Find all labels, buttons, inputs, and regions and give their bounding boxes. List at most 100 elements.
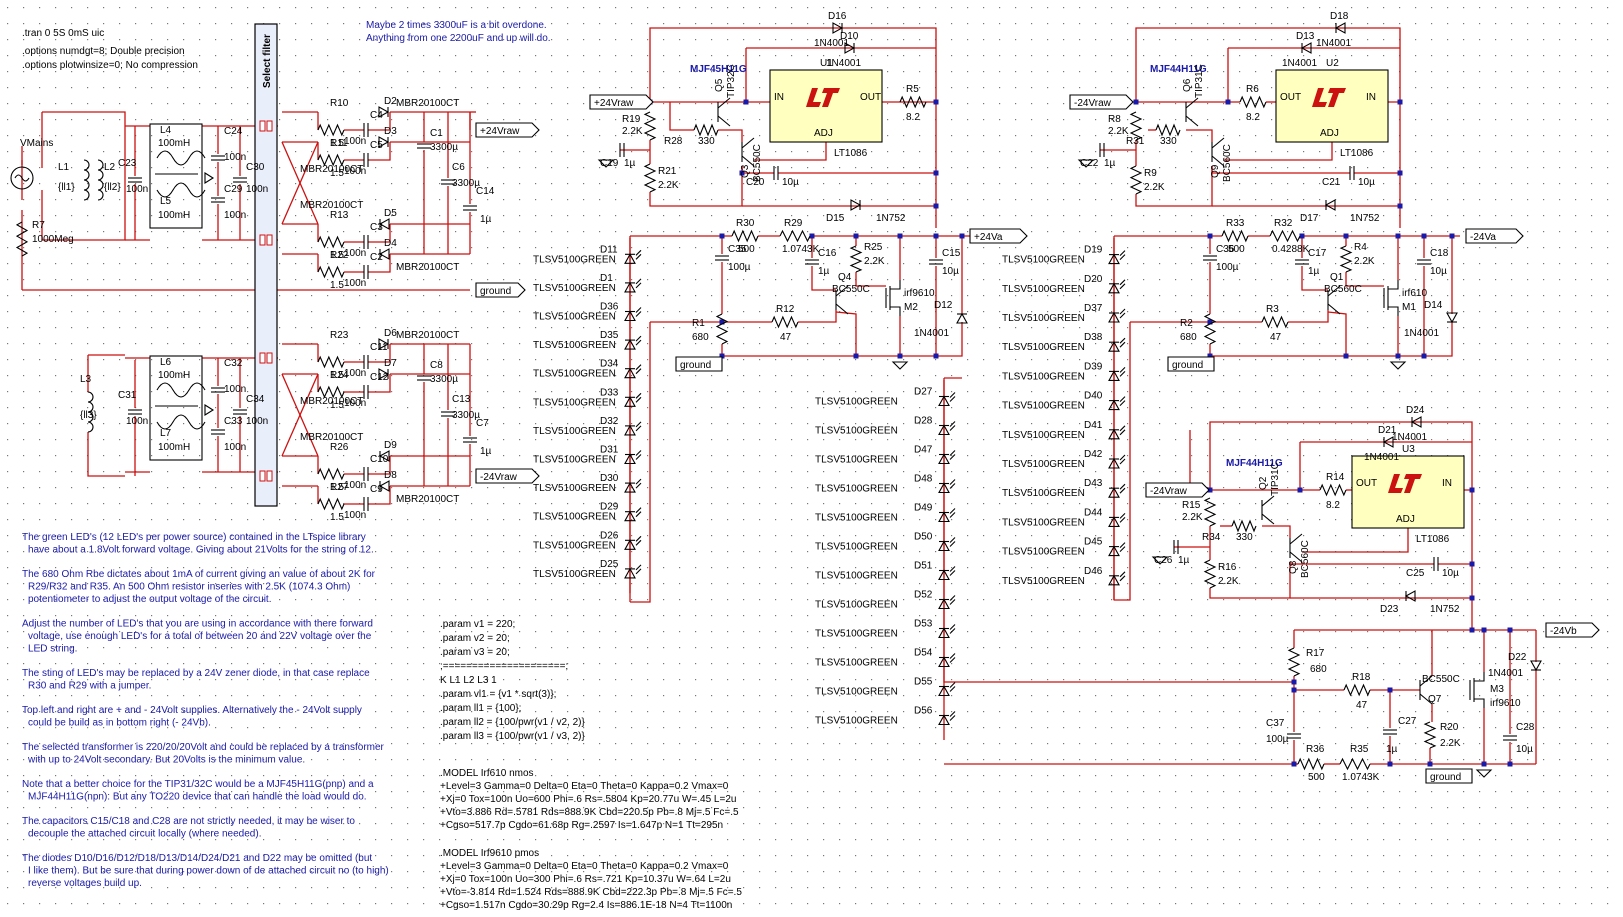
snubber-capacitor[interactable] bbox=[363, 355, 369, 369]
protection-diode[interactable] bbox=[1334, 22, 1346, 34]
sense-transistor[interactable] bbox=[1327, 285, 1341, 315]
ground-b-label[interactable]: ground bbox=[1167, 356, 1215, 372]
led-string-b-led[interactable] bbox=[938, 595, 956, 610]
rectifier-diode[interactable] bbox=[378, 136, 390, 148]
protection-diode[interactable] bbox=[844, 42, 856, 54]
bias-resistor[interactable] bbox=[1203, 497, 1217, 527]
choke-filter-1[interactable] bbox=[149, 123, 206, 229]
snubber-capacitor[interactable] bbox=[363, 235, 369, 249]
protection-diode[interactable] bbox=[1300, 42, 1312, 54]
reservoir-cap[interactable] bbox=[417, 143, 431, 149]
led-string-b-led[interactable] bbox=[938, 392, 956, 407]
plus-24va-label[interactable]: +24Va bbox=[969, 228, 1028, 244]
zener-diode[interactable] bbox=[1324, 199, 1336, 211]
bias-resistor[interactable] bbox=[643, 163, 657, 193]
base-resistor[interactable] bbox=[693, 123, 719, 137]
rectifier-diode[interactable] bbox=[378, 248, 390, 260]
plus-24vraw-input-label[interactable]: +24Vraw bbox=[589, 94, 654, 110]
sense-transistor[interactable] bbox=[1419, 675, 1433, 705]
rbe-resistor[interactable] bbox=[1203, 313, 1217, 345]
snubber-resistor[interactable] bbox=[317, 355, 345, 369]
divider-resistor[interactable] bbox=[731, 229, 759, 243]
power-transistor[interactable] bbox=[1185, 97, 1199, 127]
divider-resistor[interactable] bbox=[1269, 229, 1301, 243]
divider-resistor[interactable] bbox=[1221, 229, 1249, 243]
mosfet[interactable] bbox=[885, 280, 901, 316]
led-string-a-led[interactable] bbox=[624, 307, 642, 322]
filter-capacitor[interactable] bbox=[1287, 733, 1301, 739]
choke-c2[interactable] bbox=[211, 429, 225, 435]
minus-24vb-label[interactable]: -24Vb bbox=[1545, 622, 1600, 638]
driver-transistor[interactable] bbox=[1289, 533, 1303, 563]
output-capacitor[interactable] bbox=[929, 259, 943, 265]
reservoir-cap[interactable] bbox=[441, 179, 455, 185]
filter-capacitor[interactable] bbox=[1203, 255, 1217, 261]
led-string-c-led[interactable] bbox=[1108, 483, 1126, 498]
divider-resistor[interactable] bbox=[1339, 757, 1371, 771]
gate-resistor[interactable] bbox=[1261, 315, 1289, 329]
driver-transistor[interactable] bbox=[741, 137, 755, 167]
bias-resistor[interactable] bbox=[1129, 111, 1143, 141]
led-string-c-led[interactable] bbox=[1108, 337, 1126, 352]
led-string-a-led[interactable] bbox=[624, 421, 642, 436]
snubber-capacitor[interactable] bbox=[363, 153, 369, 167]
choke-c3[interactable] bbox=[233, 177, 247, 183]
regulator-plus-24-box[interactable]: ADJ bbox=[769, 69, 883, 143]
protection-diode[interactable] bbox=[1410, 416, 1422, 428]
led-string-b-led[interactable] bbox=[938, 711, 956, 726]
ac-source[interactable] bbox=[10, 166, 34, 190]
led-string-c-led[interactable] bbox=[1108, 454, 1126, 469]
output-resistor[interactable] bbox=[1319, 483, 1347, 497]
output-diode[interactable] bbox=[1530, 660, 1542, 672]
snubber-resistor[interactable] bbox=[317, 467, 345, 481]
minus-24va-label[interactable]: -24Va bbox=[1465, 228, 1524, 244]
led-string-b-led[interactable] bbox=[938, 624, 956, 639]
reservoir-cap[interactable] bbox=[441, 411, 455, 417]
filter-capacitor[interactable] bbox=[715, 255, 729, 261]
snubber-resistor[interactable] bbox=[317, 123, 345, 137]
bias-resistor[interactable] bbox=[1423, 721, 1437, 749]
base-resistor[interactable] bbox=[1231, 519, 1257, 533]
led-string-a-led[interactable] bbox=[624, 478, 642, 493]
rbe-resistor[interactable] bbox=[715, 313, 729, 345]
led-string-c-led[interactable] bbox=[1108, 279, 1126, 294]
snubber-resistor[interactable] bbox=[317, 265, 345, 279]
bias-resistor[interactable] bbox=[1129, 165, 1143, 195]
snubber-resistor[interactable] bbox=[317, 385, 345, 399]
ground-c-label[interactable]: ground bbox=[1425, 768, 1473, 784]
output-capacitor[interactable] bbox=[1503, 735, 1517, 741]
output-diode[interactable] bbox=[956, 312, 968, 324]
reservoir-cap[interactable] bbox=[417, 375, 431, 381]
snubber-resistor[interactable] bbox=[317, 497, 345, 511]
protection-diode[interactable] bbox=[832, 22, 844, 34]
rbe-resistor[interactable] bbox=[1287, 647, 1301, 677]
filter-capacitor[interactable] bbox=[1295, 259, 1309, 265]
zener-diode[interactable] bbox=[1404, 590, 1416, 602]
select-filter-band[interactable]: Select filter bbox=[254, 23, 278, 507]
led-string-a-led[interactable] bbox=[624, 507, 642, 522]
rectifier-diode[interactable] bbox=[378, 368, 390, 380]
output-resistor[interactable] bbox=[1239, 95, 1267, 109]
choke-c1[interactable] bbox=[211, 387, 225, 393]
power-transistor[interactable] bbox=[717, 97, 731, 127]
choke-c2[interactable] bbox=[211, 197, 225, 203]
r7-resistor[interactable] bbox=[15, 221, 29, 257]
led-string-c-led[interactable] bbox=[1108, 367, 1126, 381]
minus-24vraw-b-input-label[interactable]: -24Vraw bbox=[1145, 482, 1210, 498]
led-string-a-led[interactable] bbox=[624, 535, 642, 550]
led-string-c-led[interactable] bbox=[1108, 571, 1126, 586]
rectifier-diode[interactable] bbox=[378, 480, 390, 492]
led-string-c-led[interactable] bbox=[1108, 513, 1126, 527]
l1-coil[interactable] bbox=[83, 159, 90, 201]
output-capacitor[interactable] bbox=[773, 166, 779, 180]
zener-diode[interactable] bbox=[850, 199, 862, 211]
driver-transistor[interactable] bbox=[1211, 137, 1225, 167]
led-string-a-led[interactable] bbox=[624, 335, 642, 350]
bias-resistor[interactable] bbox=[849, 245, 863, 273]
sense-transistor[interactable] bbox=[835, 285, 849, 315]
output-capacitor[interactable] bbox=[1417, 259, 1431, 265]
snubber-capacitor[interactable] bbox=[363, 497, 369, 511]
led-string-c-led[interactable] bbox=[1108, 308, 1126, 323]
minus-24vraw-label[interactable]: -24Vraw bbox=[475, 468, 540, 484]
